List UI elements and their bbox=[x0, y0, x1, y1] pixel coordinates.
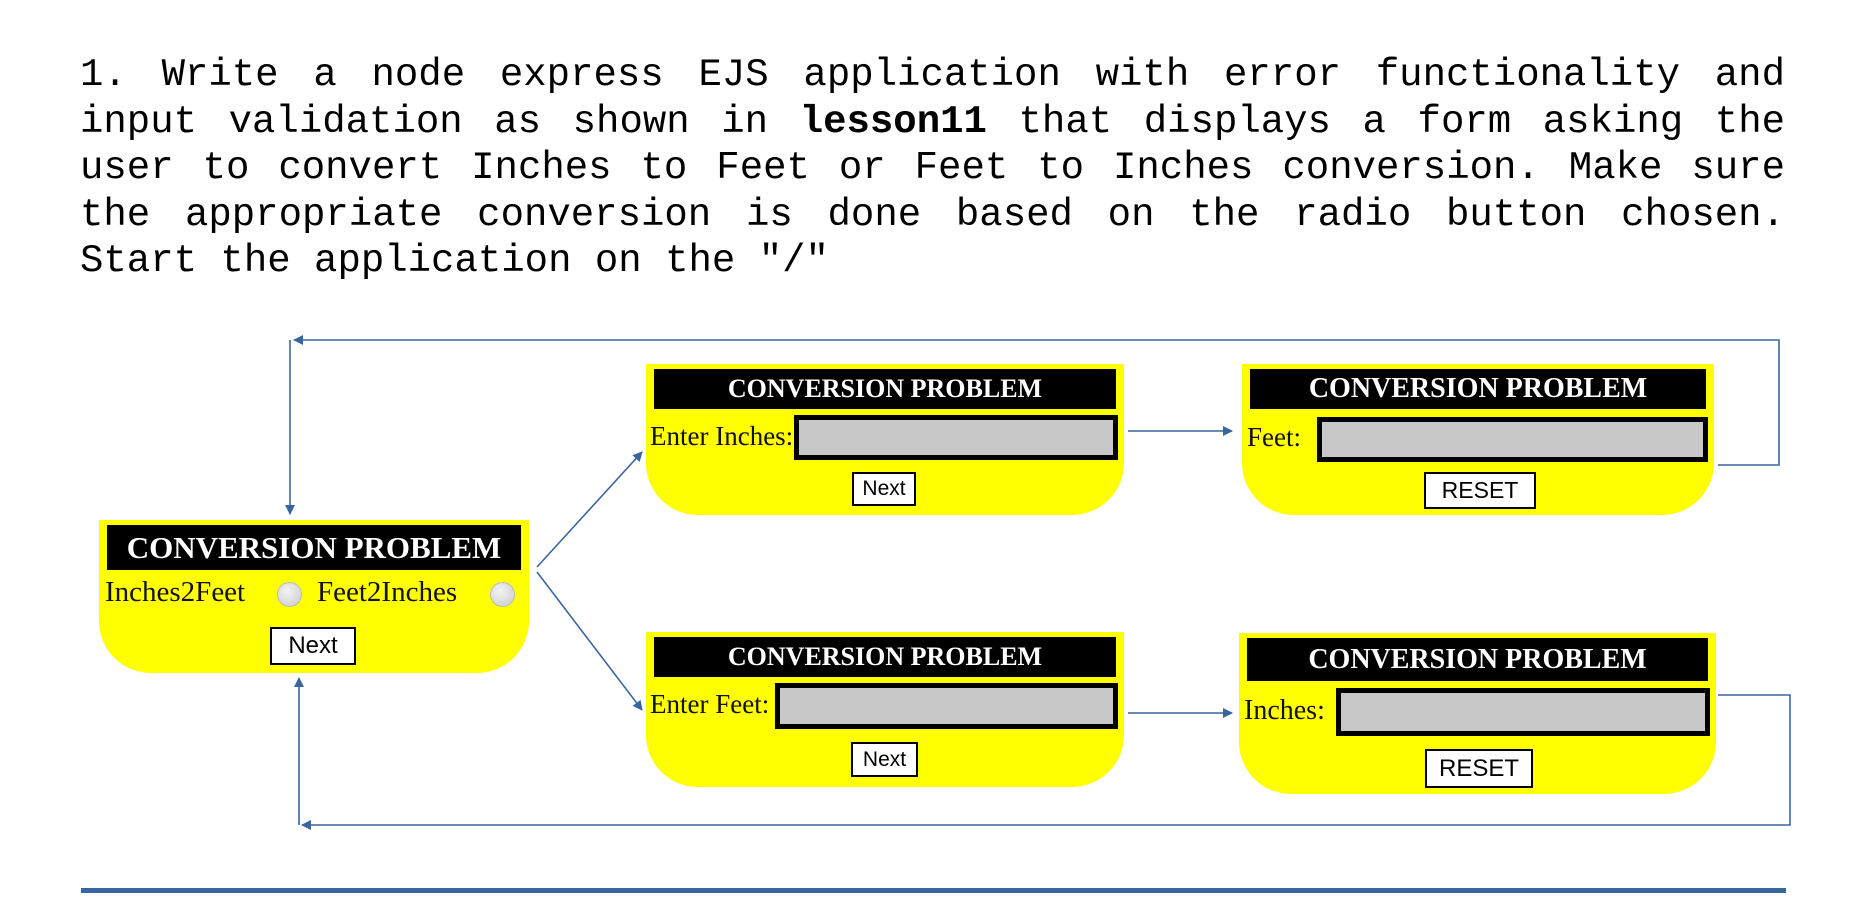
inches-input[interactable] bbox=[794, 415, 1118, 460]
inches-output-label: Inches: bbox=[1244, 695, 1325, 726]
feet-result-box: CONVERSION PROBLEM Feet: RESET bbox=[1242, 364, 1714, 515]
inches-form-box: CONVERSION PROBLEM Enter Inches: Next bbox=[646, 364, 1124, 515]
arrow-start-to-feet-form bbox=[536, 571, 643, 711]
feet-form-box: CONVERSION PROBLEM Enter Feet: Next bbox=[646, 632, 1124, 787]
loop-bottom-return bbox=[301, 694, 1791, 830]
instructions-post: that displays a form asking the user to … bbox=[80, 99, 1786, 284]
lesson-reference: lesson11 bbox=[799, 99, 987, 144]
inches-reset-button[interactable]: RESET bbox=[1425, 749, 1533, 788]
inches2feet-radio[interactable] bbox=[277, 582, 302, 607]
start-form-title: CONVERSION PROBLEM bbox=[107, 525, 521, 570]
feet-form-title: CONVERSION PROBLEM bbox=[654, 637, 1116, 677]
feet-result-title: CONVERSION PROBLEM bbox=[1250, 369, 1706, 409]
enter-feet-label: Enter Feet: bbox=[650, 689, 770, 719]
section-divider bbox=[81, 888, 1786, 893]
enter-inches-label: Enter Inches: bbox=[650, 421, 794, 451]
arrow-start-to-inches-form bbox=[536, 451, 643, 568]
start-form-box: CONVERSION PROBLEM Inches2Feet Feet2Inch… bbox=[99, 520, 529, 673]
inches-result-box: CONVERSION PROBLEM Inches: RESET bbox=[1239, 633, 1716, 794]
inches-form-title: CONVERSION PROBLEM bbox=[654, 369, 1116, 409]
loop-top-return bbox=[293, 335, 1780, 466]
inches-next-button[interactable]: Next bbox=[852, 472, 916, 506]
instructions-text: 1. Write a node express EJS application … bbox=[80, 52, 1785, 285]
inches2feet-label: Inches2Feet bbox=[105, 576, 246, 608]
feet-next-button[interactable]: Next bbox=[851, 742, 918, 777]
feet-output-label: Feet: bbox=[1247, 422, 1301, 452]
feet-output-field[interactable] bbox=[1317, 417, 1708, 462]
instructions-pre: 1. Write a node express EJS application … bbox=[80, 53, 1785, 144]
feet-reset-button[interactable]: RESET bbox=[1424, 472, 1536, 509]
inches-result-title: CONVERSION PROBLEM bbox=[1247, 638, 1708, 681]
feet2inches-radio[interactable] bbox=[490, 582, 515, 607]
inches-output-field[interactable] bbox=[1336, 688, 1710, 736]
feet2inches-label: Feet2Inches bbox=[317, 576, 458, 608]
feet-input[interactable] bbox=[775, 683, 1118, 729]
start-next-button[interactable]: Next bbox=[270, 627, 356, 665]
